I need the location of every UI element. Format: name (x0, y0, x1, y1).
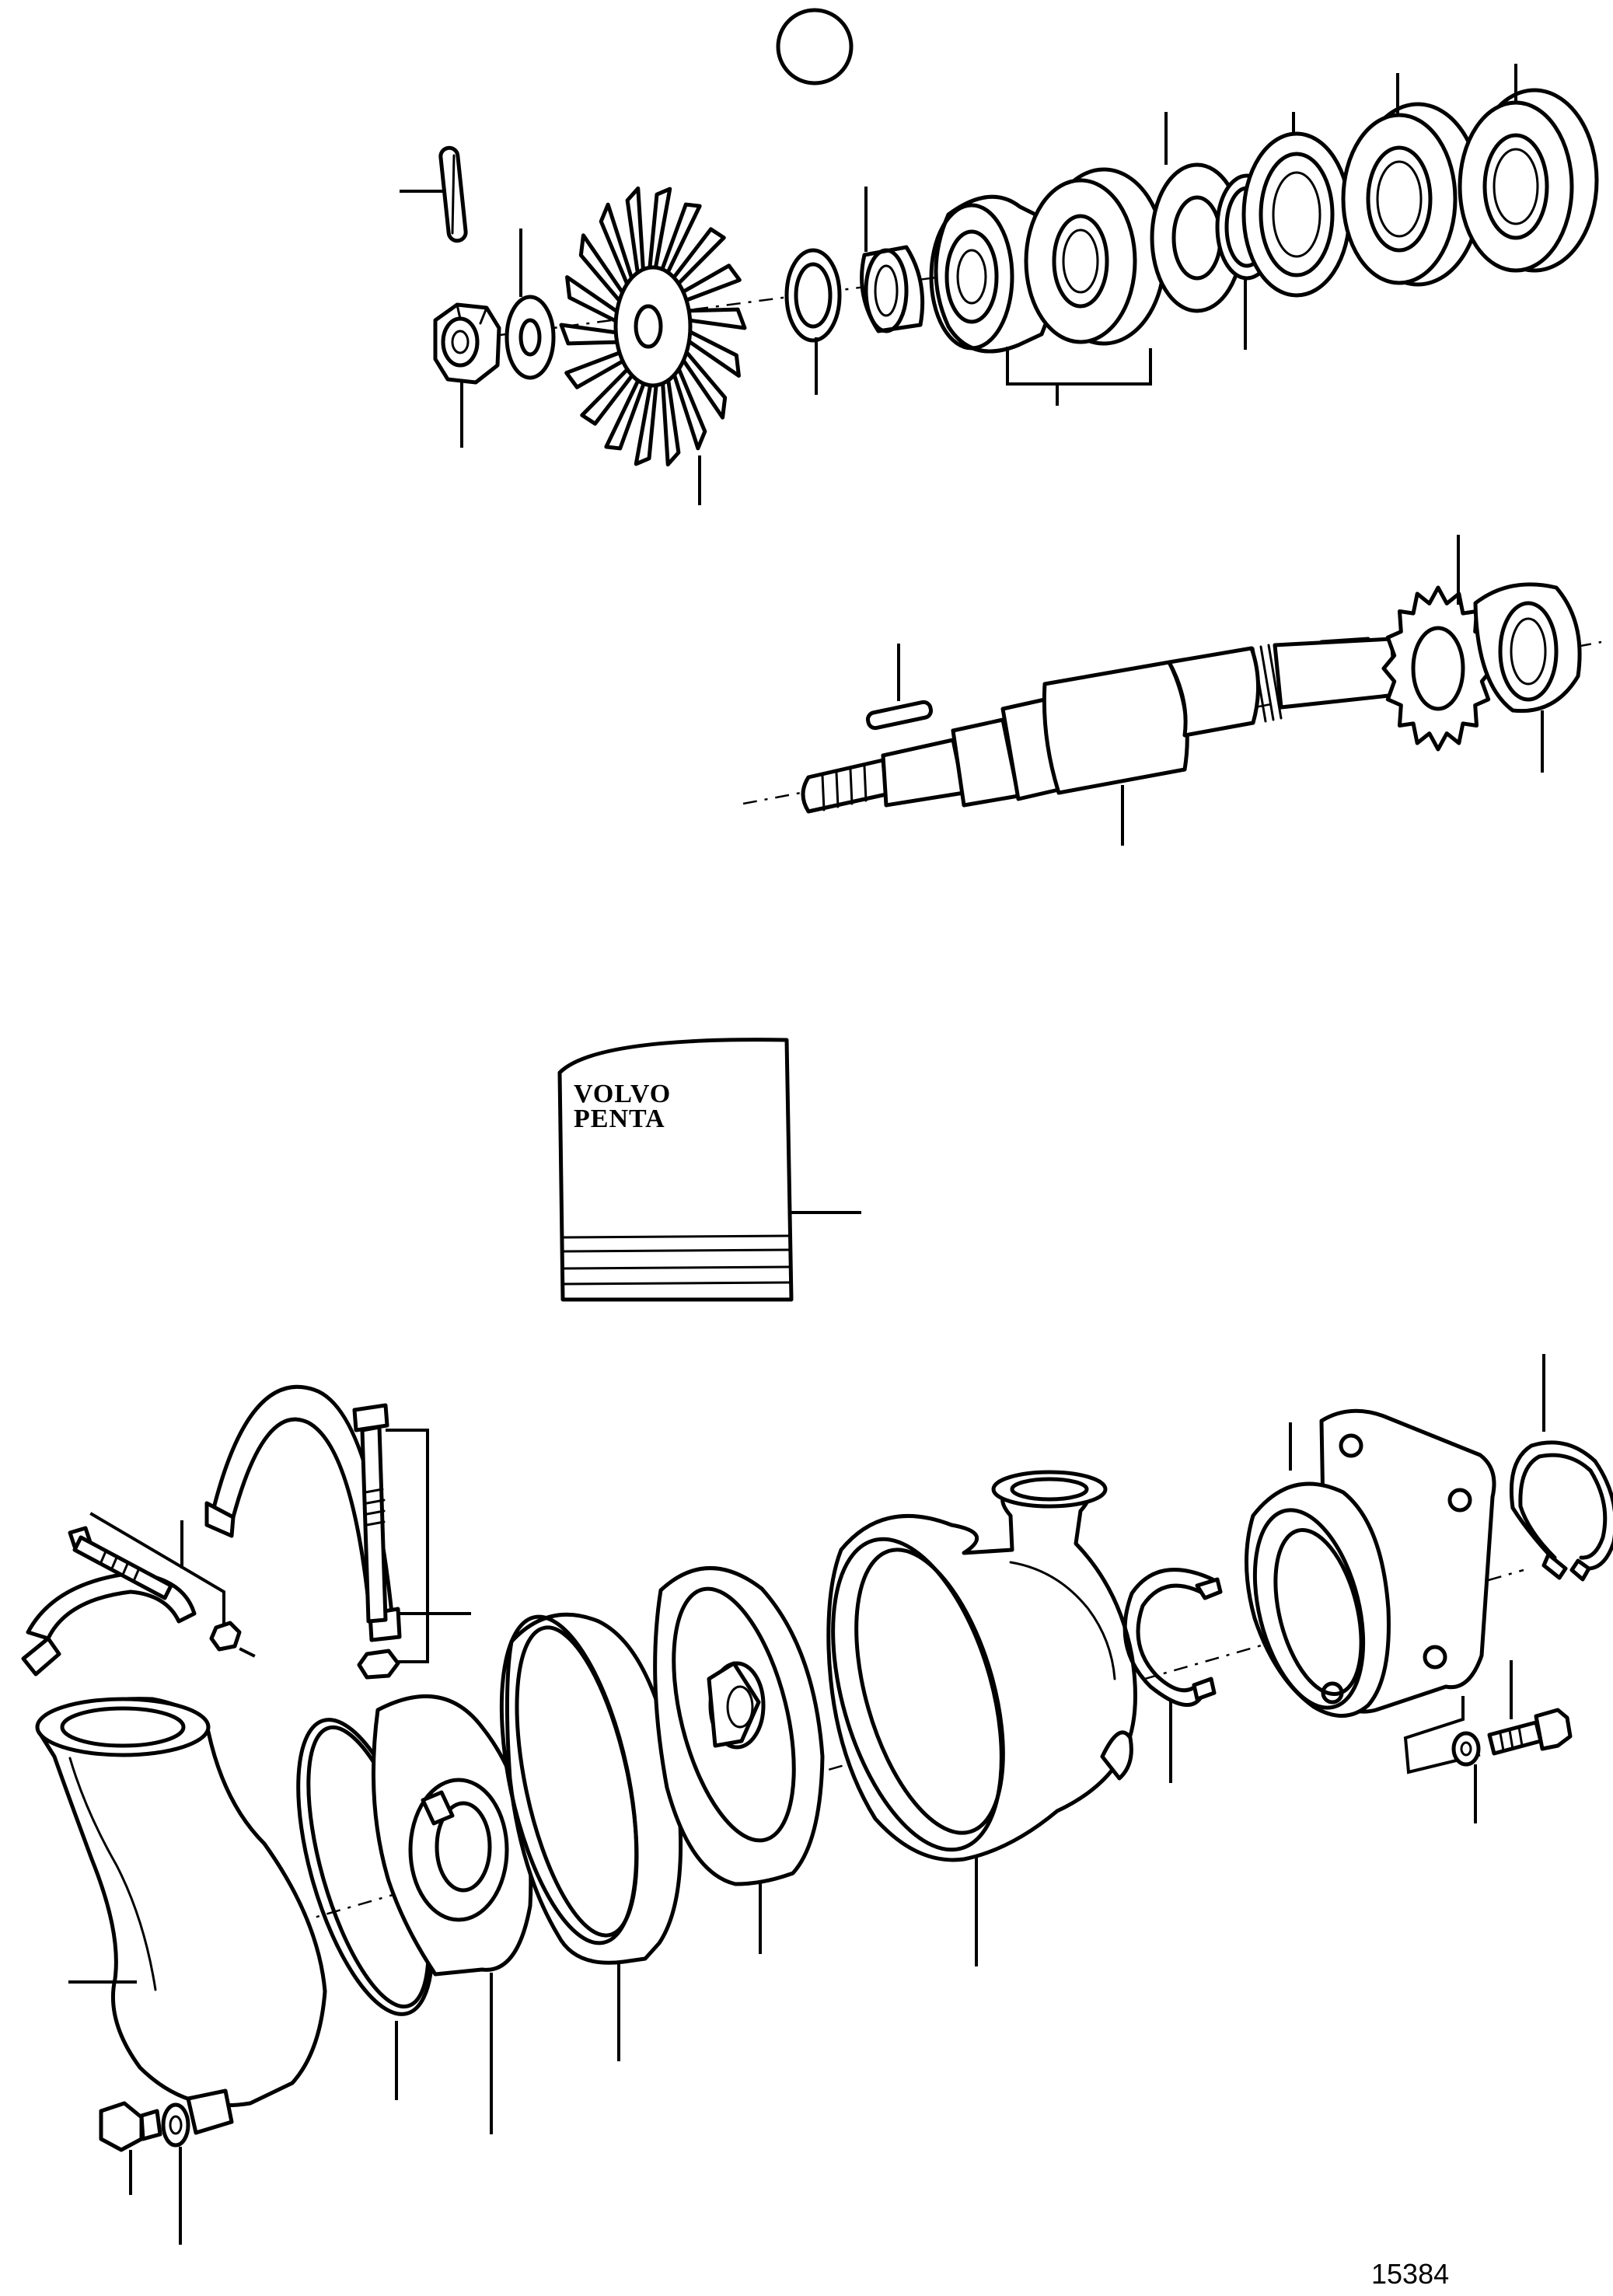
impeller-hub (613, 265, 693, 388)
wear-plate-front (371, 1694, 533, 1977)
figure-number: 15384 (1371, 2258, 1449, 2290)
clamp-bolt (352, 1403, 389, 1624)
top-assembly (400, 8, 1599, 505)
bearing-middle (1341, 102, 1482, 287)
drain-plug (99, 2101, 162, 2152)
wear-plate-rear (653, 1566, 825, 1886)
bearing-circlip (1122, 1568, 1223, 1708)
shaft-sleeve (860, 245, 925, 333)
manual-brand-line1: VOLVO (574, 1080, 671, 1108)
pump-shaft (801, 637, 1398, 814)
clamp-band (204, 1384, 402, 1642)
casing-assembly (21, 1354, 1613, 2245)
pump-casing (826, 1470, 1137, 1862)
castle-nut (433, 302, 501, 385)
impeller-bore (634, 304, 663, 349)
tab-washer-teeth (1381, 585, 1495, 752)
bearing-housing (1245, 1408, 1496, 1718)
bearing-right (1458, 88, 1599, 273)
pump-cover (35, 1697, 327, 2135)
impeller (559, 186, 747, 467)
shaft-key (865, 700, 934, 731)
housing-washer (1451, 1731, 1481, 1767)
impeller-housing-ring (499, 1612, 683, 1965)
tab-washer-bore (1411, 626, 1465, 711)
housing-bolt (1487, 1708, 1573, 1756)
instruction-manual: VOLVO PENTA (557, 1038, 861, 1302)
washer-small (504, 295, 556, 380)
shaft-nut (1473, 582, 1582, 714)
bearing-left (1024, 167, 1167, 346)
tab-washer (1381, 585, 1495, 752)
plug-washer (161, 2102, 190, 2148)
seal-housing (929, 194, 1056, 354)
manual-brand-line2: PENTA (574, 1104, 665, 1133)
oil-seal (1241, 131, 1352, 298)
shaft-washer (784, 248, 842, 343)
split-pin (438, 145, 468, 243)
small-clamp (21, 1526, 242, 1677)
clamp-nut (357, 1649, 400, 1680)
reference-circle-marker (776, 8, 854, 85)
shaft-assembly (742, 535, 1602, 846)
retaining-ring (1509, 1440, 1613, 1582)
